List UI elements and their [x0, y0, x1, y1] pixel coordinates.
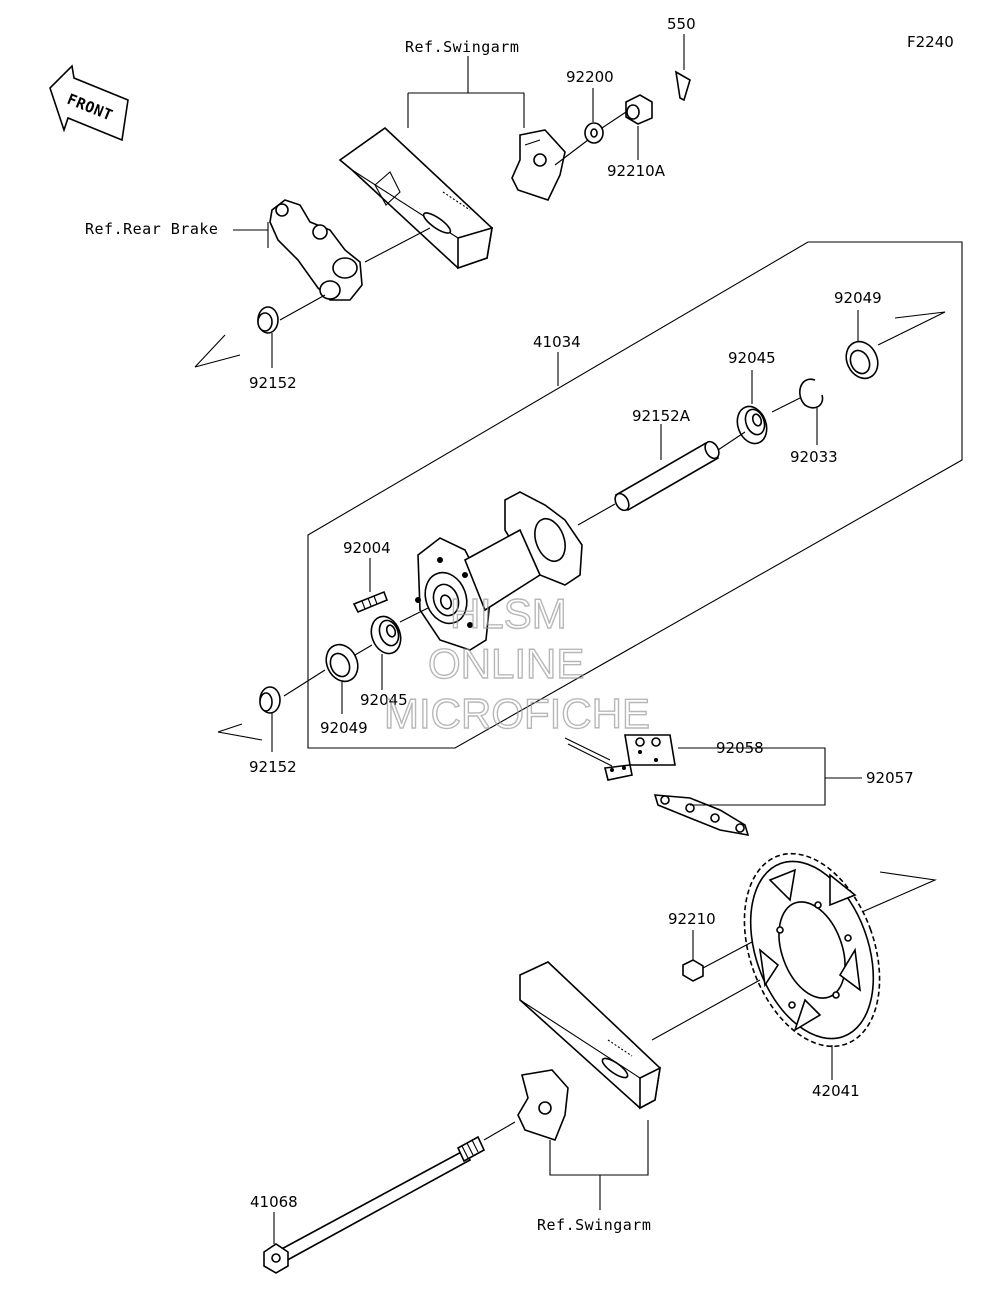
part-label-92049-top: 92049 [834, 289, 882, 307]
hub-group-outline: 41034 [307, 241, 963, 749]
part-label-92004: 92004 [343, 539, 391, 557]
chain-part: 92058 92057 [564, 734, 914, 837]
watermark-line3: MICROFICHE [384, 690, 650, 737]
ref-rear-brake-label: Ref.Rear Brake [85, 220, 218, 238]
part-label-92045-bottom: 92045 [360, 691, 408, 709]
part-label-41068: 41068 [250, 1193, 298, 1211]
collar-top-part: 92152 [194, 227, 431, 392]
part-label-92049-bottom: 92049 [320, 719, 368, 737]
front-arrow-icon: FRONT [49, 64, 129, 142]
bearing-top-part: 92045 [728, 349, 801, 445]
part-label-550: 550 [667, 15, 696, 33]
part-label-92152-bottom: 92152 [249, 758, 297, 776]
ref-swingarm-bottom-label: Ref.Swingarm [537, 1216, 651, 1234]
rear-sprocket-part: 42041 [743, 852, 937, 1100]
spacer-part: 92152A [577, 407, 746, 526]
chain-adjuster-top [511, 129, 566, 201]
part-label-92152A: 92152A [632, 407, 691, 425]
rear-brake-bracket-part: Ref.Rear Brake [85, 199, 363, 301]
part-label-92210A: 92210A [607, 162, 666, 180]
ref-swingarm-top-label: Ref.Swingarm [405, 38, 519, 56]
part-label-92045-top: 92045 [728, 349, 776, 367]
circlip-part: 92033 [790, 378, 838, 466]
bearing-bottom-part: 92045 [360, 615, 408, 709]
part-label-92033: 92033 [790, 448, 838, 466]
axle-nut-part: 92210A [607, 94, 666, 180]
figure-code: F2240 [907, 33, 954, 51]
swingarm-top-part [338, 126, 493, 270]
rear-axle-part: 41068 [250, 1121, 516, 1274]
cotter-pin-part: 550 [667, 15, 696, 102]
part-label-92058: 92058 [716, 739, 764, 757]
part-label-42041: 42041 [812, 1082, 860, 1100]
part-label-41034: 41034 [533, 333, 581, 351]
sprocket-nut-part: 92210 [651, 910, 761, 1041]
part-label-92057: 92057 [866, 769, 914, 787]
watermark: HLSM ONLINE MICROFICHE [383, 589, 650, 737]
oil-seal-bottom-part: 92049 [320, 643, 368, 737]
stud-bolt-part: 92004 [343, 539, 391, 614]
part-label-92152-top: 92152 [249, 374, 297, 392]
swingarm-bottom-part [519, 961, 662, 1110]
rear-hub-part [415, 491, 583, 651]
part-label-92200: 92200 [566, 68, 614, 86]
watermark-line1: HLSM [450, 590, 567, 637]
part-label-92210: 92210 [668, 910, 716, 928]
watermark-line2: ONLINE [428, 640, 584, 687]
swingarm-top-ref: Ref.Swingarm [405, 38, 525, 128]
oil-seal-top-part: 92049 [834, 289, 946, 380]
washer-part: 92200 [566, 68, 614, 144]
collar-bottom-part: 92152 [217, 607, 429, 776]
chain-adjuster-bottom: Ref.Swingarm [517, 1069, 651, 1234]
